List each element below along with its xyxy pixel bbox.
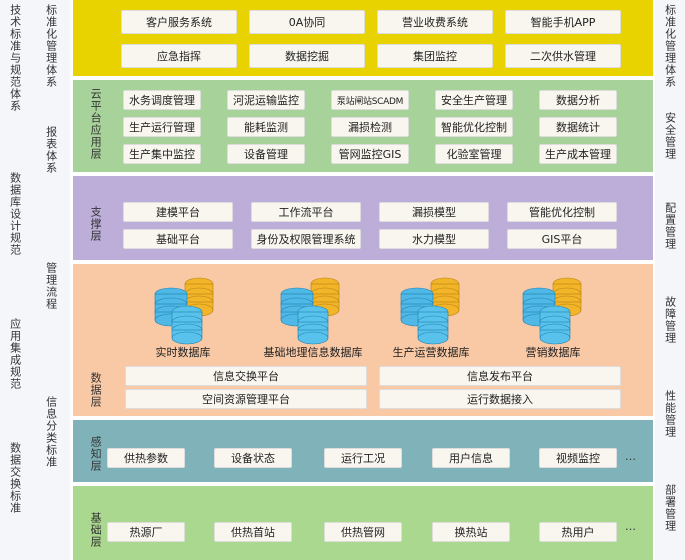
right-label-config: 配置管理	[663, 202, 677, 250]
platform-box: 空间资源管理平台	[125, 389, 367, 409]
left-label-app-integration: 应用集成规范	[8, 318, 22, 390]
cloud-box: 漏损检测	[331, 117, 409, 137]
database-icon	[522, 277, 582, 345]
right-label-deploy: 部署管理	[663, 484, 677, 532]
cloud-box: 智能优化控制	[435, 117, 513, 137]
perception-box: 视频监控	[539, 448, 617, 468]
left-label-info-classification: 信息分类标准	[44, 396, 58, 468]
right-label-fault: 故障管理	[663, 296, 677, 344]
support-box: 工作流平台	[251, 202, 361, 222]
cloud-box: 化验室管理	[435, 144, 513, 164]
right-management-column	[655, 0, 685, 560]
perception-box: 供热参数	[107, 448, 185, 468]
layer-label: 云平台应用层	[89, 88, 103, 160]
cloud-box: 能耗监测	[227, 117, 305, 137]
top-application-layer: 客户服务系统 0A协同 营业收费系统 智能手机APP 应急指挥 数据挖掘 集团监…	[73, 0, 653, 76]
support-box: GIS平台	[507, 229, 617, 249]
cloud-box: 数据分析	[539, 90, 617, 110]
layer-label: 支撑层	[89, 206, 103, 242]
support-box: 建模平台	[123, 202, 233, 222]
database-label: 生产运营数据库	[392, 346, 470, 359]
more-ellipsis: …	[625, 450, 636, 463]
database-label: 基础地理信息数据库	[263, 346, 363, 359]
layer-label: 数据层	[89, 372, 103, 408]
perception-box: 设备状态	[214, 448, 292, 468]
cloud-box: 河泥运输监控	[227, 90, 305, 110]
app-box: 应急指挥	[121, 44, 237, 68]
cloud-box: 管网监控GIS	[331, 144, 409, 164]
app-box: 集团监控	[377, 44, 493, 68]
base-box: 供热首站	[214, 522, 292, 542]
support-box: 基础平台	[123, 229, 233, 249]
left-label-report-system: 报表体系	[44, 126, 58, 174]
app-box: 0A协同	[249, 10, 365, 34]
database-label: 营销数据库	[525, 346, 581, 359]
cloud-box: 安全生产管理	[435, 90, 513, 110]
right-label-performance: 性能管理	[663, 390, 677, 438]
cloud-box: 生产成本管理	[539, 144, 617, 164]
platform-box: 运行数据接入	[379, 389, 621, 409]
cloud-box: 生产运行管理	[123, 117, 201, 137]
database-icon	[400, 277, 460, 345]
layer-label: 基础层	[89, 512, 103, 548]
platform-box: 信息交换平台	[125, 366, 367, 386]
database-icon	[280, 277, 340, 345]
cloud-box: 泵站闸站SCADM	[331, 90, 409, 110]
app-box: 二次供水管理	[505, 44, 621, 68]
support-box: 漏损模型	[379, 202, 489, 222]
left-standards-column	[0, 0, 70, 560]
left-label-std-mgmt: 标准化管理体系	[44, 4, 58, 88]
cloud-box: 数据统计	[539, 117, 617, 137]
support-box: 管能优化控制	[507, 202, 617, 222]
left-label-db-design: 数据库设计规范	[8, 172, 22, 256]
database-icon	[154, 277, 214, 345]
more-ellipsis: …	[625, 520, 636, 533]
cloud-box: 水务调度管理	[123, 90, 201, 110]
left-label-data-exchange: 数据交换标准	[8, 442, 22, 514]
app-box: 客户服务系统	[121, 10, 237, 34]
cloud-box: 生产集中监控	[123, 144, 201, 164]
left-label-tech-standards: 技术标准与规范体系	[8, 4, 22, 112]
support-box: 水力模型	[379, 229, 489, 249]
app-box: 数据挖掘	[249, 44, 365, 68]
base-box: 换热站	[432, 522, 510, 542]
base-box: 热用户	[539, 522, 617, 542]
layer-label: 感知层	[89, 436, 103, 472]
database-label: 实时数据库	[155, 346, 211, 359]
base-box: 热源厂	[107, 522, 185, 542]
app-box: 营业收费系统	[377, 10, 493, 34]
perception-box: 运行工况	[324, 448, 402, 468]
platform-box: 信息发布平台	[379, 366, 621, 386]
right-label-security: 安全管理	[663, 112, 677, 160]
support-layer: 支撑层 建模平台 工作流平台 漏损模型 管能优化控制 基础平台 身份及权限管理系…	[73, 176, 653, 260]
cloud-box: 设备管理	[227, 144, 305, 164]
perception-layer: 感知层 供热参数 设备状态 运行工况 用户信息 视频监控 …	[73, 420, 653, 482]
data-layer: 数据层	[73, 264, 653, 416]
base-layer: 基础层 热源厂 供热首站 供热管网 换热站 热用户 …	[73, 486, 653, 560]
support-box: 身份及权限管理系统	[251, 229, 361, 249]
cloud-application-layer: 云平台应用层 水务调度管理 河泥运输监控 泵站闸站SCADM 安全生产管理 数据…	[73, 80, 653, 172]
perception-box: 用户信息	[432, 448, 510, 468]
right-label-std-mgmt: 标准化管理体系	[663, 4, 677, 88]
left-label-mgmt-process: 管理流程	[44, 262, 58, 310]
app-box: 智能手机APP	[505, 10, 621, 34]
base-box: 供热管网	[324, 522, 402, 542]
